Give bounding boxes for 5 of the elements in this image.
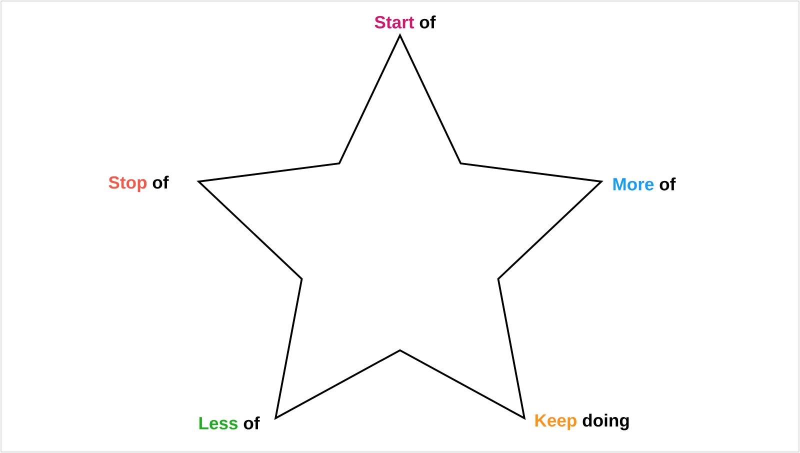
point-label: Less of: [199, 416, 260, 430]
point-label: Stop of: [108, 176, 169, 192]
point-label: Keep doing: [535, 414, 629, 430]
point-label: More of: [613, 178, 676, 190]
point-label: Start of: [374, 16, 436, 28]
